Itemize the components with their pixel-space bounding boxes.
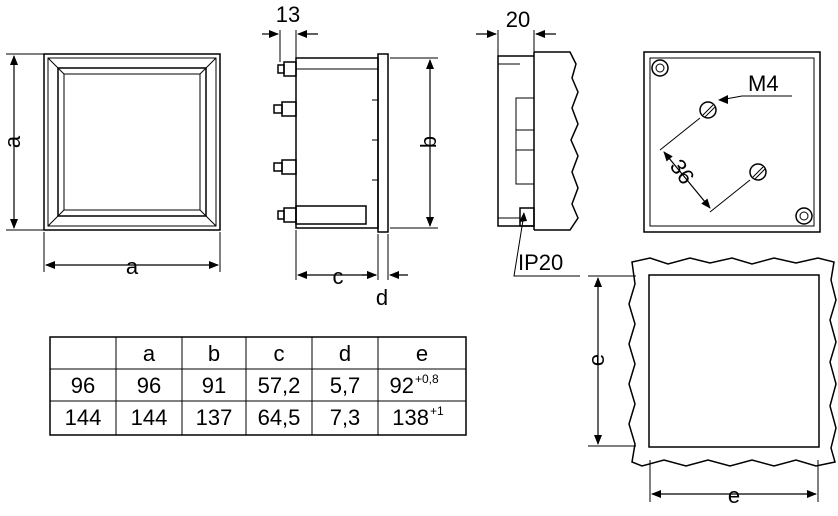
front-window	[57, 67, 207, 217]
label-a-bottom: a	[126, 254, 139, 279]
table-header-row: a b c d e	[143, 341, 428, 366]
label-b: b	[416, 136, 441, 148]
table-cell-b: 91	[202, 373, 226, 398]
dim-13: 13	[262, 2, 318, 62]
table-header-d: d	[339, 341, 351, 366]
dim-e-horizontal: e	[649, 460, 819, 508]
mounting-hole-top-left	[651, 59, 669, 77]
dim-a-horizontal: a	[43, 232, 221, 279]
label-e-left: e	[584, 354, 609, 366]
dim-b: b	[390, 57, 441, 229]
section-view	[497, 51, 579, 231]
front-bezel-line	[47, 57, 217, 227]
table-cell-e-tolerance: +0,8	[415, 372, 439, 386]
rear-outer-frame	[643, 51, 821, 233]
table-cell-size: 96	[71, 373, 95, 398]
table-cell-b: 137	[196, 405, 233, 430]
table-cell-d: 7,3	[330, 405, 361, 430]
side-front-bezel	[377, 53, 389, 233]
table-cell-size: 144	[65, 405, 102, 430]
front-window-inner	[63, 73, 201, 211]
front-view	[43, 53, 221, 231]
ip20-callout: IP20	[513, 212, 580, 277]
table-cell-e: 138	[392, 405, 429, 430]
label-a-left: a	[0, 135, 25, 148]
label-13: 13	[276, 2, 300, 27]
dim-c-d: c d	[295, 230, 408, 310]
table-cell-e: 92	[390, 373, 414, 398]
table-border	[49, 336, 467, 436]
panel-outline	[628, 257, 837, 467]
front-outer-frame	[43, 53, 221, 231]
table-cell-a: 144	[131, 405, 168, 430]
mounting-hole-bottom-right	[795, 207, 813, 225]
panel-break-edge	[534, 51, 579, 231]
side-housing	[295, 57, 379, 229]
rear-view	[643, 51, 821, 233]
label-e-bottom: e	[728, 483, 740, 508]
table-cell-c: 64,5	[258, 405, 301, 430]
side-view	[273, 53, 389, 233]
label-ip20: IP20	[518, 250, 563, 275]
label-d: d	[376, 285, 388, 310]
table-row: 96 96 91 57,2 5,7 92 +0,8	[71, 372, 439, 398]
table-header-a: a	[143, 341, 156, 366]
screw-terminal-1	[699, 101, 717, 119]
label-m4: M4	[748, 71, 779, 96]
m4-callout: M4	[718, 71, 792, 104]
panel-cutout-view	[628, 257, 837, 467]
dimension-table: a b c d e 96 96 91 57,2 5,7 92 +0,8 144 …	[49, 336, 467, 436]
table-cell-a: 96	[137, 373, 161, 398]
dim-20: 20	[476, 7, 556, 56]
dim-a-vertical: a	[0, 53, 44, 231]
label-c: c	[333, 264, 344, 289]
table-row: 144 144 137 64,5 7,3 138 +1	[65, 404, 444, 430]
table-header-e: e	[416, 341, 428, 366]
label-20: 20	[506, 7, 530, 32]
cutout-opening	[648, 274, 820, 448]
table-header-b: b	[208, 341, 220, 366]
dim-36: 36	[659, 117, 751, 213]
table-header-c: c	[274, 341, 285, 366]
table-cell-d: 5,7	[330, 373, 361, 398]
screw-terminal-2	[749, 163, 767, 181]
dim-e-vertical: e	[584, 275, 636, 447]
table-cell-e-tolerance: +1	[430, 404, 444, 418]
table-cell-c: 57,2	[258, 373, 301, 398]
